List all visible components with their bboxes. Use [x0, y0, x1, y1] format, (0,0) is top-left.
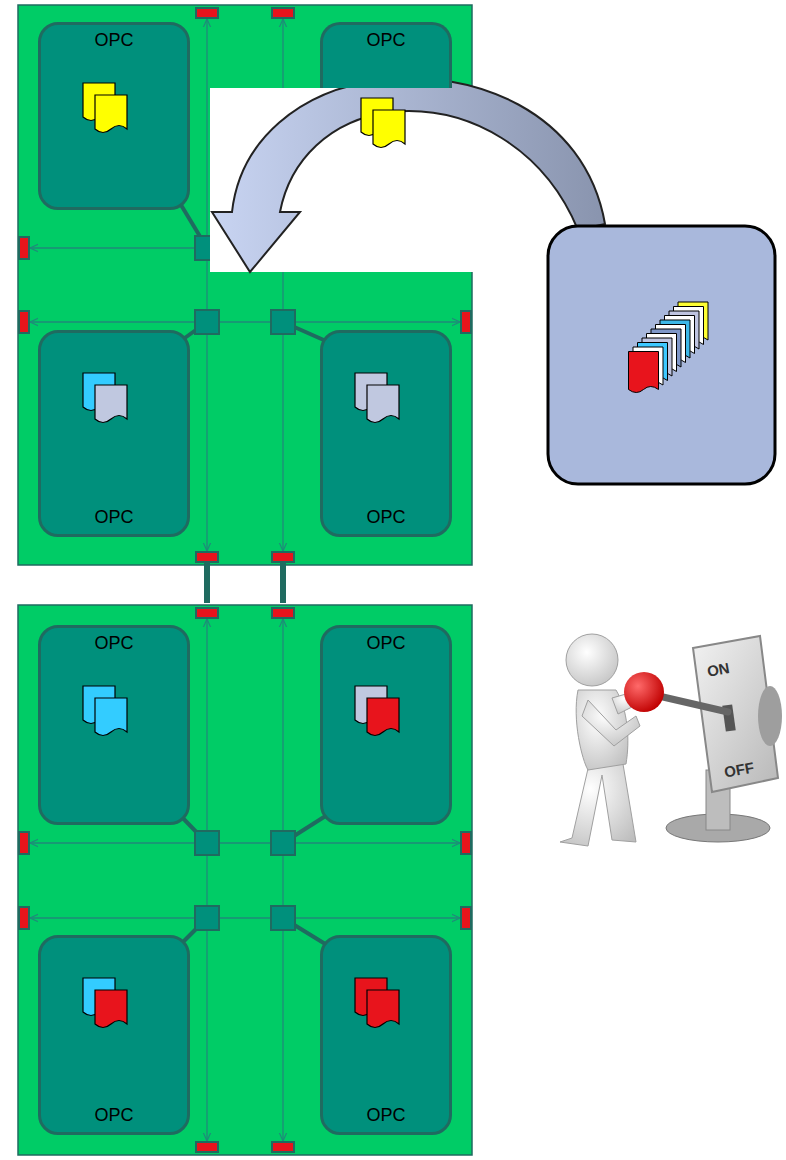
- router-square: [195, 831, 219, 855]
- node-label: OPC: [94, 508, 133, 528]
- node-label: OPC: [94, 31, 133, 51]
- board-link: [280, 563, 286, 603]
- node-label: OPC: [94, 634, 133, 654]
- switch-label: ON: [706, 660, 731, 679]
- opc-box: OPC: [38, 935, 190, 1135]
- document-icon: [83, 373, 135, 423]
- switch-ball: [624, 672, 664, 712]
- config-stack: [629, 302, 709, 393]
- io-port: [196, 8, 218, 18]
- grid-link: [282, 619, 283, 1141]
- document-page: [95, 698, 127, 736]
- man-head: [566, 634, 618, 686]
- opc-box: OPC: [38, 22, 190, 210]
- document-icon: [355, 686, 407, 736]
- document-page: [95, 95, 127, 133]
- node-label: OPC: [94, 1106, 133, 1126]
- router-square: [271, 310, 295, 334]
- board-link: [204, 563, 210, 603]
- opc-box: OPC: [320, 625, 452, 825]
- migration-arrow: [212, 78, 605, 272]
- switch-illustration: [560, 634, 782, 846]
- document-page: [95, 990, 127, 1028]
- man-legs: [560, 758, 636, 846]
- document-icon: [355, 373, 407, 423]
- router-square: [271, 906, 295, 930]
- io-port: [272, 1142, 294, 1152]
- document-page: [373, 110, 405, 148]
- config-card: [629, 352, 659, 393]
- grid-link: [206, 19, 207, 551]
- document-page: [95, 385, 127, 423]
- io-port: [19, 237, 29, 259]
- grid-link: [30, 917, 460, 918]
- io-port: [272, 8, 294, 18]
- router-square: [195, 906, 219, 930]
- io-port: [461, 311, 471, 333]
- opc-box: OPC: [38, 625, 190, 825]
- grid-link: [30, 842, 460, 843]
- grid-link: [30, 321, 460, 322]
- document-page: [367, 698, 399, 736]
- circuit-board: [18, 605, 472, 1155]
- io-port: [19, 311, 29, 333]
- switch-label: OFF: [723, 760, 755, 780]
- io-port: [272, 608, 294, 618]
- io-port: [196, 1142, 218, 1152]
- opc-box: OPC: [320, 22, 452, 88]
- router-square: [195, 310, 219, 334]
- document-icon: [83, 83, 135, 133]
- opc-box: OPC: [320, 935, 452, 1135]
- document-icon: [361, 98, 413, 148]
- io-port: [196, 552, 218, 562]
- node-label: OPC: [366, 508, 405, 528]
- io-port: [19, 832, 29, 854]
- io-port: [272, 552, 294, 562]
- document-icon: [355, 978, 407, 1028]
- io-port: [19, 907, 29, 929]
- opc-box: OPC: [320, 330, 452, 537]
- grid-link: [206, 619, 207, 1141]
- node-label: OPC: [366, 31, 405, 51]
- document-icon: [83, 686, 135, 736]
- io-port: [461, 832, 471, 854]
- router-square: [271, 831, 295, 855]
- switch-hub: [758, 686, 782, 746]
- document-page: [367, 990, 399, 1028]
- node-label: OPC: [366, 1106, 405, 1126]
- opc-box: OPC: [38, 330, 190, 537]
- document-icon: [83, 978, 135, 1028]
- document-page: [367, 385, 399, 423]
- config-store-box: [548, 226, 775, 484]
- node-label: OPC: [366, 634, 405, 654]
- io-port: [461, 907, 471, 929]
- io-port: [196, 608, 218, 618]
